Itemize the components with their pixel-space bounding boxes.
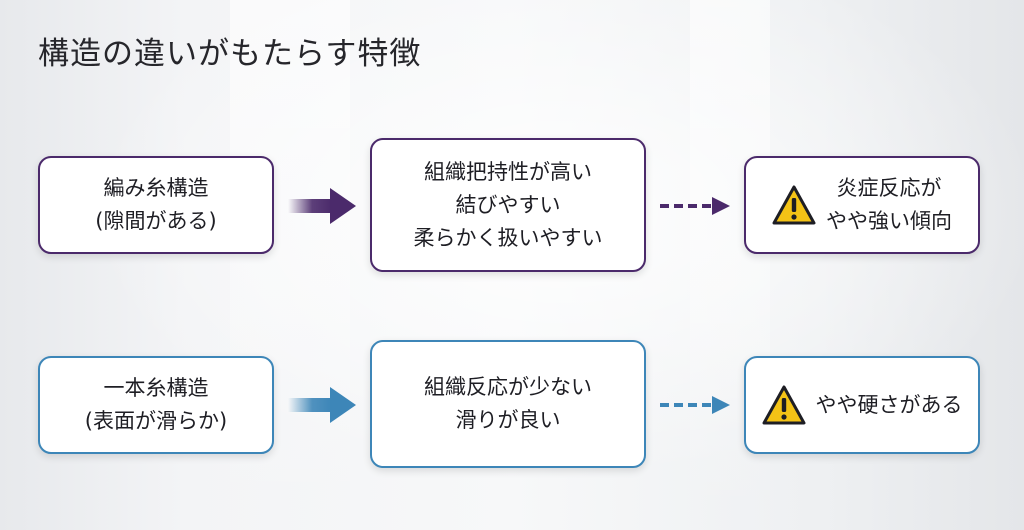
structure-label: 一本糸構造: [103, 376, 209, 400]
slide-title: 構造の違いがもたらす特徴: [38, 36, 422, 72]
warning-text: やや硬さがある: [815, 392, 963, 417]
structure-box-monofilament: 一本糸構造 (表面が滑らか): [38, 356, 274, 454]
property-item: 滑りが良い: [455, 408, 561, 432]
dashed-arrow-right-icon: [660, 396, 730, 414]
properties-box-monofilament: 組織反応が少ない 滑りが良い: [370, 340, 646, 468]
warning-box-monofilament: やや硬さがある: [744, 356, 980, 454]
warning-text: やや強い傾向: [826, 209, 952, 233]
warning-text: 炎症反応が: [836, 176, 942, 200]
warning-icon: [772, 185, 816, 225]
structure-label: 編み糸構造: [103, 176, 209, 200]
property-item: 結びやすい: [455, 192, 561, 217]
property-item: 柔らかく扱いやすい: [413, 225, 603, 250]
property-item: 組織把持性が高い: [424, 159, 592, 184]
structure-box-braided: 編み糸構造 (隙間がある): [38, 156, 274, 254]
structure-note: (表面が滑らか): [84, 409, 228, 433]
warning-icon: [762, 385, 805, 425]
properties-box-braided: 組織把持性が高い 結びやすい 柔らかく扱いやすい: [370, 138, 646, 272]
arrow-right-icon: [288, 387, 356, 423]
warning-box-braided: 炎症反応が やや強い傾向: [744, 156, 980, 254]
dashed-arrow-right-icon: [660, 197, 730, 215]
arrow-right-icon: [288, 188, 356, 224]
structure-note: (隙間がある): [95, 209, 217, 233]
property-item: 組織反応が少ない: [424, 375, 592, 399]
